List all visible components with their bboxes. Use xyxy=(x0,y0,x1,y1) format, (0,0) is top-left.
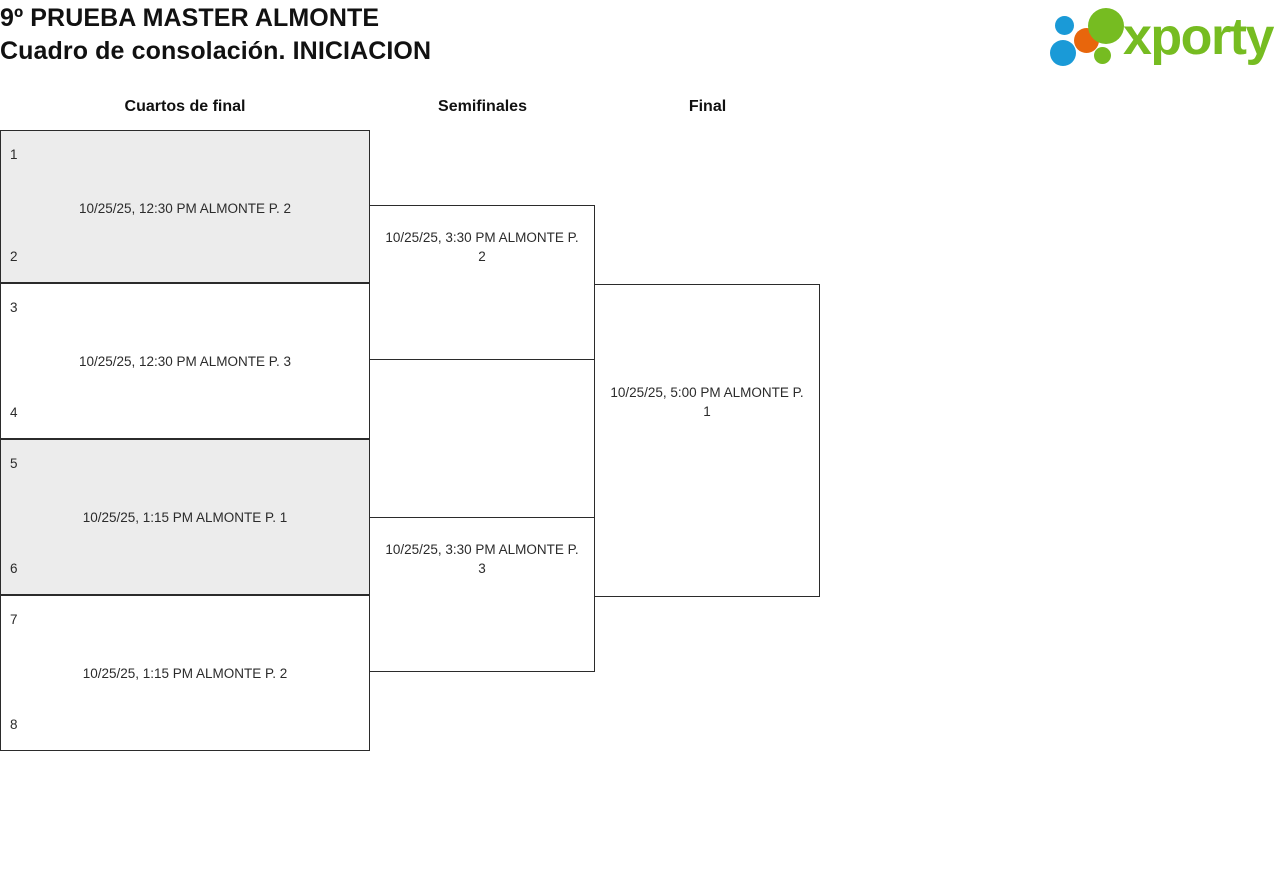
match-info: 10/25/25, 1:15 PM ALMONTE P. 2 xyxy=(82,666,288,681)
match-box-semifinal-1[interactable]: 10/25/25, 3:30 PM ALMONTE P. 2 xyxy=(369,205,595,360)
seed-number: 7 xyxy=(10,612,18,627)
match-box-quarterfinal-2[interactable]: 3 4 10/25/25, 12:30 PM ALMONTE P. 3 xyxy=(0,283,370,439)
match-info: 10/25/25, 3:30 PM ALMONTE P. 3 xyxy=(385,542,579,576)
xporty-logo[interactable]: xporty xyxy=(1050,6,1278,68)
match-box-semifinal-2[interactable]: 10/25/25, 3:30 PM ALMONTE P. 3 xyxy=(369,517,595,672)
logo-wordmark: xporty xyxy=(1123,8,1274,66)
seed-number: 2 xyxy=(10,249,18,264)
match-box-quarterfinal-4[interactable]: 7 8 10/25/25, 1:15 PM ALMONTE P. 2 xyxy=(0,595,370,751)
match-box-quarterfinal-3[interactable]: 5 6 10/25/25, 1:15 PM ALMONTE P. 1 xyxy=(0,439,370,595)
seed-number: 1 xyxy=(10,147,18,162)
match-box-quarterfinal-1[interactable]: 1 2 10/25/25, 12:30 PM ALMONTE P. 2 xyxy=(0,130,370,283)
round-header-quarterfinals: Cuartos de final xyxy=(124,98,246,115)
seed-number: 5 xyxy=(10,456,18,471)
seed-number: 4 xyxy=(10,405,18,420)
logo-dot-green-small xyxy=(1094,47,1111,64)
seed-number: 8 xyxy=(10,717,18,732)
logo-dot-green-large xyxy=(1088,8,1124,44)
seed-number: 3 xyxy=(10,300,18,315)
match-info: 10/25/25, 3:30 PM ALMONTE P. 2 xyxy=(385,230,579,264)
match-box-final[interactable]: 10/25/25, 5:00 PM ALMONTE P. 1 xyxy=(594,284,820,597)
match-info: 10/25/25, 12:30 PM ALMONTE P. 3 xyxy=(78,354,292,369)
page-title: 9º PRUEBA MASTER ALMONTE Cuadro de conso… xyxy=(0,4,432,65)
match-info: 10/25/25, 12:30 PM ALMONTE P. 2 xyxy=(78,201,292,216)
match-info: 10/25/25, 1:15 PM ALMONTE P. 1 xyxy=(82,510,288,525)
match-info: 10/25/25, 5:00 PM ALMONTE P. 1 xyxy=(610,385,804,419)
logo-dot-blue-large xyxy=(1050,40,1076,66)
seed-number: 6 xyxy=(10,561,18,576)
round-header-semifinals: Semifinales xyxy=(438,98,527,115)
logo-dots-icon xyxy=(1050,6,1124,68)
round-header-final: Final xyxy=(688,98,727,115)
logo-dot-blue-small xyxy=(1055,16,1074,35)
